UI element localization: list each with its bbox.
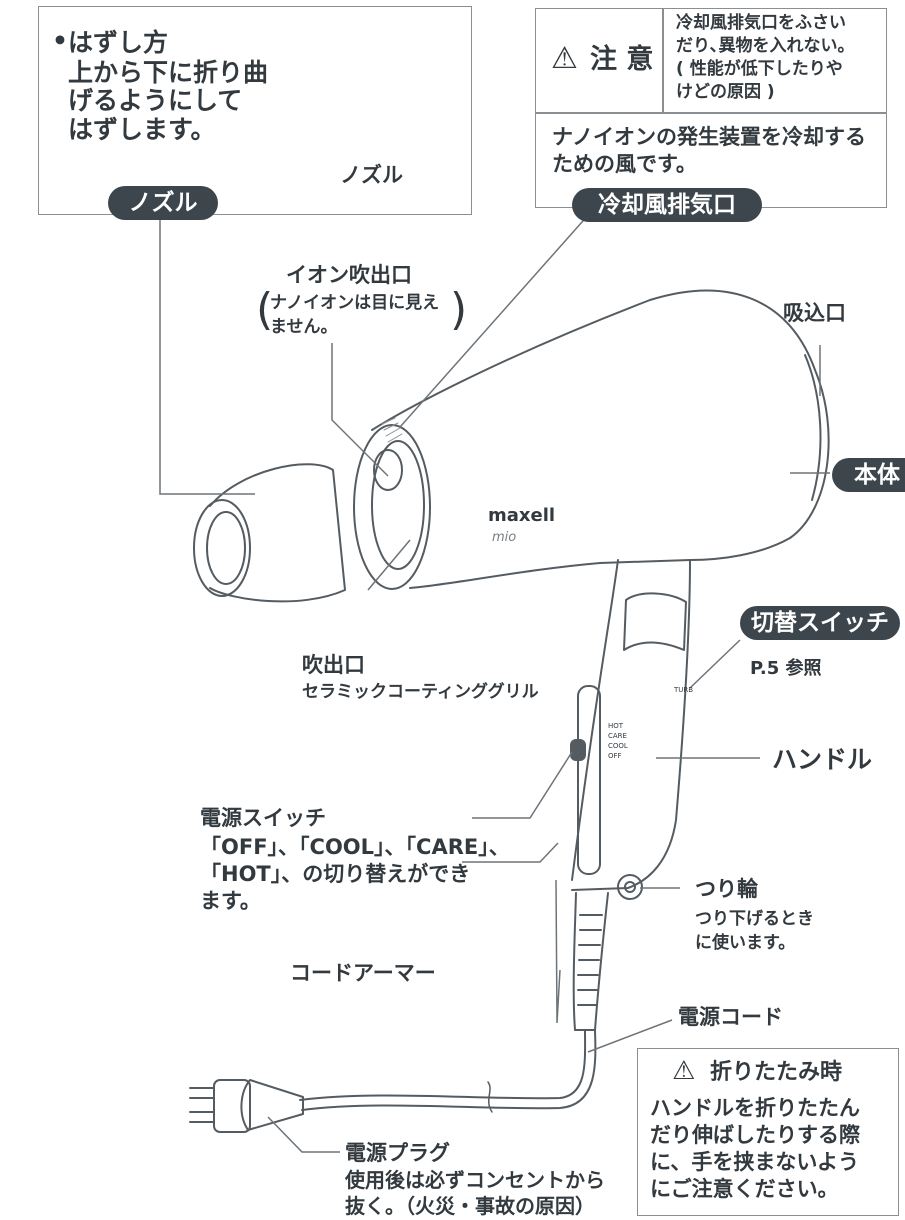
handle-label: ハンドル (772, 745, 873, 774)
hang-ring-desc-1: つり下げるとき (695, 909, 814, 929)
dryer-body-outline (371, 289, 830, 589)
cord-armor-label: コードアーマー (290, 961, 436, 985)
caution-divider-h (535, 112, 887, 114)
power-cord (299, 1029, 587, 1101)
fold-title: 折りたたみ時 (710, 1060, 843, 1085)
caution-text-1: 冷却風排気口をふさい (676, 13, 846, 33)
nozzle-removal-line-4: はずします。 (68, 115, 216, 144)
cooling-exhaust-pill: 冷却風排気口 (572, 188, 762, 222)
ion-outlet-title: イオン吹出口 (286, 263, 412, 287)
intake-label: 吸込口 (783, 301, 846, 325)
caution-text-4: けどの原因 ) (676, 82, 775, 102)
ion-outlet-note-1: ナノイオンは目に見え (270, 293, 440, 313)
fold-line-2: だり伸ばしたりする際 (650, 1123, 860, 1147)
nozzle-removal-line-3: げるようにして (68, 86, 243, 115)
hang-ring-label: つり輪 (695, 877, 758, 901)
fold-caution-box (637, 1048, 899, 1216)
caution-text-2: だり､異物を入れない。 (676, 36, 855, 56)
handle-outline (571, 559, 691, 891)
plug-desc-1: 使用後は必ずコンセントから (345, 1168, 605, 1192)
power-switch-slot (577, 685, 601, 875)
caution-text-3: ( 性能が低下したりや (676, 59, 843, 79)
nozzle-removal-bullet: • (52, 26, 68, 55)
model-logo: mio (492, 530, 517, 545)
dryer-front-ring (353, 424, 431, 590)
caution-box (535, 8, 887, 208)
power-cord-label: 電源コード (678, 1005, 783, 1029)
switch-pos-care: CARE (608, 732, 627, 740)
nozzle-pill: ノズル (108, 186, 218, 220)
warning-triangle-icon: ⚠ (551, 41, 578, 76)
outlet-title: 吹出口 (302, 653, 365, 677)
hang-ring-desc-2: に使います。 (695, 933, 796, 953)
ion-outlet-paren-open: ( (256, 284, 274, 335)
switch-pos-hot: HOT (608, 722, 624, 730)
caution-title: 注 意 (590, 44, 654, 75)
fold-line-4: にご注意ください。 (650, 1177, 839, 1201)
switch-pos-cool: COOL (608, 742, 628, 750)
nozzle-removal-box (38, 6, 472, 215)
fold-line-3: に、手を挟まないよう (650, 1150, 859, 1174)
power-switch-desc-2: 「HOT」、の切り替えができ (200, 862, 471, 886)
mode-switch-pill: 切替スイッチ (740, 606, 900, 640)
fold-line-1: ハンドルを折りたたん (650, 1096, 860, 1120)
ion-outlet-paren-close: ) (450, 284, 468, 335)
caution-divider-v (662, 8, 664, 113)
hang-ring (617, 874, 643, 900)
plug-desc-2: 抜く。（火災・事故の原因） (345, 1194, 595, 1218)
caution-note-2: ための風です。 (552, 152, 697, 176)
power-switch-desc-1: 「OFF」、「COOL」、「CARE」、 (200, 835, 510, 859)
brand-logo: maxell (488, 505, 556, 526)
nozzle-outline (209, 463, 346, 603)
fold-warning-icon: ⚠ (672, 1056, 696, 1086)
mode-switch-ref: P.5 参照 (750, 658, 822, 679)
ion-outlet-note-2: ません。 (270, 317, 338, 337)
turbo-mark: TURB (674, 686, 694, 694)
plug-label: 電源プラグ (345, 1141, 450, 1165)
nozzle-removal-line-2: 上から下に折り曲 (68, 58, 269, 87)
switch-pos-off: OFF (608, 752, 622, 760)
power-switch-desc-3: ます。 (200, 889, 261, 913)
nozzle-illust-label: ノズル (340, 163, 403, 187)
caution-note-1: ナノイオンの発生装置を冷却する (552, 125, 866, 149)
nozzle-removal-line-1: はずし方 (68, 28, 169, 57)
power-switch-label: 電源スイッチ (200, 806, 326, 830)
outlet-sub: セラミックコーティンググリル (302, 682, 539, 702)
body-pill: 本体 (832, 458, 905, 492)
cord-armor (572, 892, 609, 1031)
